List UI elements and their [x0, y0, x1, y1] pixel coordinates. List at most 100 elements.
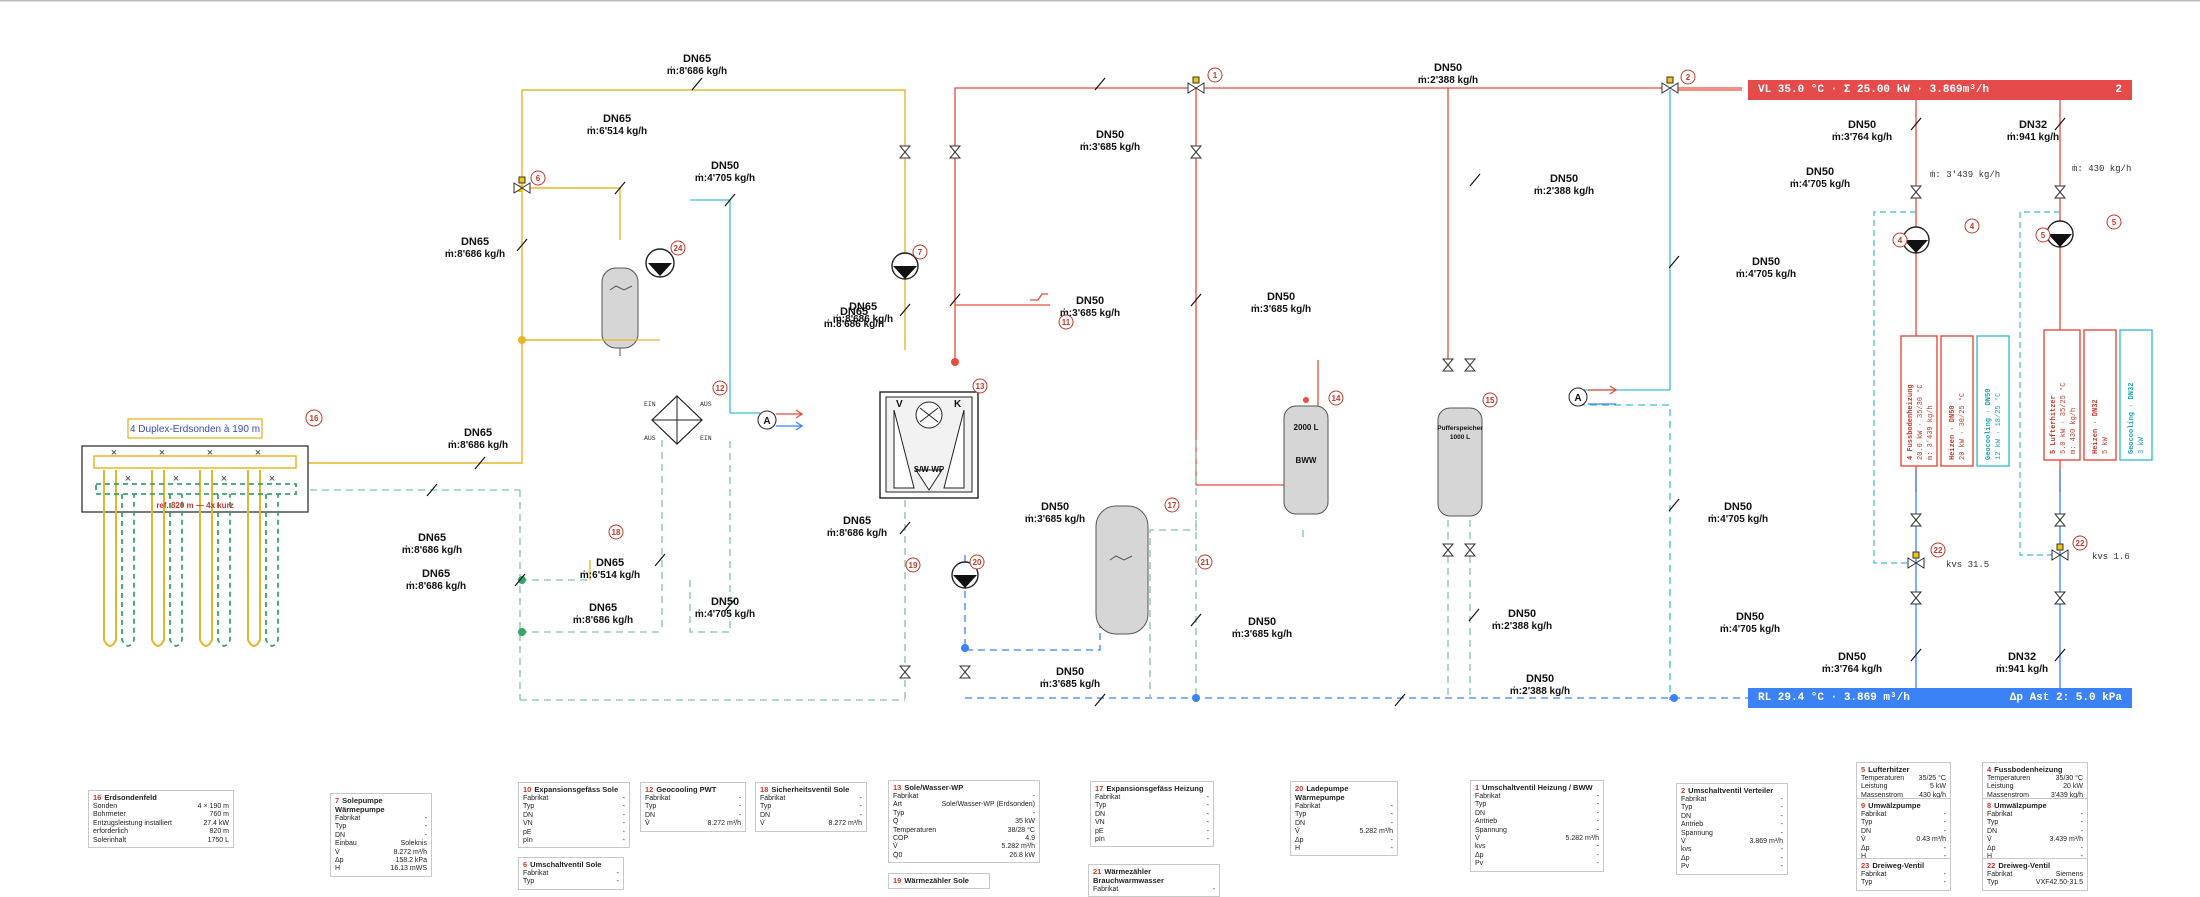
legend-row-key: Typ — [1295, 811, 1307, 819]
legend-row-key: Q̇ — [893, 818, 899, 826]
legend-card-row: Typ- — [1987, 819, 2083, 827]
legend-row-value: - — [1943, 879, 1946, 887]
legend-row-value: 16.13 mWS — [390, 865, 427, 873]
legend-row-key: Fabrikat — [645, 795, 671, 802]
legend-card-row: DN- — [1861, 828, 1946, 836]
pipe-tick-8 — [654, 553, 666, 567]
three-way-valve-3 — [1907, 557, 1925, 569]
supply-bar-number: 2 — [2115, 84, 2122, 96]
legend-card-row: VN- — [1095, 819, 1209, 827]
legend-card-number: 21 — [1093, 867, 1102, 876]
legend-card-row: Typ- — [645, 803, 741, 811]
legend-card-row: pE- — [523, 829, 625, 837]
legend-card-heading: Fussbodenheizung — [1994, 765, 2063, 774]
legend-row-value: - — [1780, 854, 1783, 862]
legend-row-key: Δp — [1475, 851, 1484, 859]
svg-text:×: × — [255, 447, 261, 459]
legend-card-heading: Umwälzpumpe — [1868, 801, 1921, 810]
component-number-circle-6 — [972, 378, 988, 394]
legend-card-heading: Sole/Wasser-WP — [904, 783, 964, 792]
supply-bar-shape — [1748, 80, 2132, 100]
pipe-tick-0 — [691, 77, 703, 91]
pipe-flow-24: ṁ:4'705 kg/h — [1736, 269, 1796, 280]
legend-row-value: Soleknis — [400, 840, 427, 848]
legend-row-key: VN — [1095, 819, 1105, 827]
legend-card-row: Typ - — [1295, 811, 1393, 819]
legend-row-value: - — [2080, 844, 2083, 852]
legend-row-key: Δp — [335, 857, 344, 865]
legend-row-value: - — [424, 831, 427, 839]
legend-card-heading: Wärmezähler Brauchwarmwasser — [1093, 867, 1164, 885]
legend-row-value: - — [1390, 811, 1393, 819]
brine-junction — [518, 336, 526, 344]
component-number-12: 21 — [1201, 558, 1210, 567]
legend-row-key: Typ — [1475, 801, 1487, 809]
svg-text:20 kW · 30/25 °C: 20 kW · 30/25 °C — [1958, 393, 1967, 460]
svg-text:×: × — [125, 473, 131, 485]
legend-card-number: 12 — [645, 785, 654, 794]
wp-name: S/W-WP — [914, 465, 945, 474]
three-way-valve-2 — [513, 182, 531, 194]
geocooling-lines — [690, 90, 1671, 414]
valve-11 — [2053, 185, 2067, 199]
pipe-flow-20: ṁ:2'388 kg/h — [1534, 186, 1594, 197]
legend-card-row: V̇5.282 m³/h — [1475, 835, 1599, 843]
legend-row-value: - — [616, 878, 619, 886]
heating-junction — [951, 358, 959, 366]
legend-row-key: Fabrikat — [1681, 796, 1707, 803]
legend-row-value: - — [1943, 811, 1946, 818]
valve-8 — [1909, 185, 1923, 199]
return-bar-extra: Δp Ast 2: 5.0 kPa — [2009, 692, 2122, 704]
legend-card-row: Fabrikat- — [760, 795, 862, 803]
legend-card-number: 8 — [1987, 801, 1992, 810]
valve-3 — [1189, 145, 1203, 159]
valve-2 — [898, 665, 912, 679]
legend-card-number: 20 — [1295, 784, 1304, 793]
legend-row-key: Δp — [1861, 844, 1870, 852]
return-bar-text: RL 29.4 °C · 3.869 m³/h — [1758, 692, 1910, 704]
pipe-flow-17: ṁ:3'685 kg/h — [1040, 679, 1100, 690]
legend-row-value: - — [1780, 796, 1783, 803]
component-number-6: 13 — [976, 382, 985, 391]
field-title: 4 Duplex-Erdsonden à 190 m — [130, 424, 260, 435]
legend-card-row: Typ- — [760, 803, 862, 811]
legend-row-value: - — [1780, 829, 1783, 837]
legend-card-row: DN- — [523, 812, 625, 820]
legend-row-key: VN — [523, 820, 533, 828]
legend-row-key: Q̇0 — [893, 851, 903, 859]
legend-row-key: DN — [760, 811, 771, 819]
legend-row-value: - — [1596, 860, 1599, 868]
legend-row-value: - — [622, 811, 625, 819]
pipe-flow-14: ṁ:3'685 kg/h — [1060, 308, 1120, 319]
legend-row-value: - — [1780, 846, 1783, 854]
legend-row-key: DN — [1861, 827, 1872, 835]
legend-card-row: Antrieb- — [1681, 821, 1783, 829]
legend-row-key: V̇ — [760, 820, 765, 828]
legend-row-value: - — [424, 815, 427, 822]
bww-volume: 2000 L — [1294, 423, 1319, 432]
legend-row-value: 5 kW — [1930, 783, 1946, 791]
brine-pump-24 — [600, 248, 675, 341]
legend-card-row: DN- — [1475, 810, 1599, 818]
valve-13 — [2053, 591, 2067, 605]
bww-name: BWW — [1296, 456, 1317, 465]
legend-row-key: Δp — [1987, 844, 1996, 852]
valve-0 — [898, 145, 912, 159]
svg-text:Heizen · DN50: Heizen · DN50 — [1949, 405, 1957, 460]
connector-a-2: A — [1574, 393, 1581, 404]
bww-tank — [1283, 397, 1329, 515]
